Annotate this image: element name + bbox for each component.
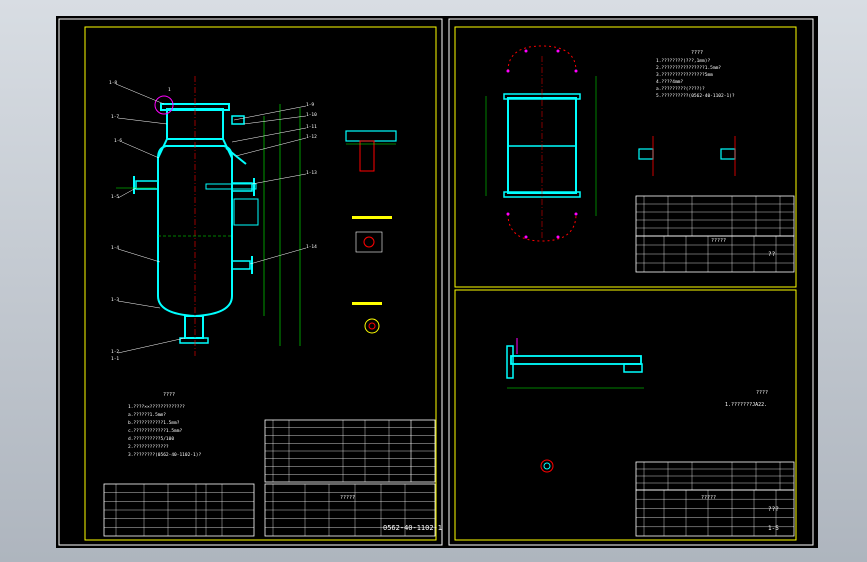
left-note-line: 3.????????(0562-40-1102-1)? bbox=[128, 452, 201, 458]
vessel-part-label: 1-6 bbox=[114, 138, 122, 144]
vessel-drawing bbox=[115, 76, 397, 356]
vessel-part-label: 1-3 bbox=[111, 297, 119, 303]
left-drawing-number: 0562-40-1102-1 bbox=[383, 524, 442, 532]
rb-title-block bbox=[635, 489, 795, 537]
rt-note-line: 1.????????(???,1mm)? bbox=[656, 58, 710, 64]
rt-scale-text: ?? bbox=[768, 251, 776, 258]
vessel-part-label: 1-8 bbox=[109, 80, 117, 86]
rt-note-line: 5.??????????(0562-40-1102-1)? bbox=[656, 93, 735, 99]
rt-notes-title: ???? bbox=[691, 50, 703, 56]
vessel-part-label: 1-11 bbox=[306, 124, 317, 130]
vessel-part-label: 1-10 bbox=[306, 112, 317, 118]
rt-title-block bbox=[635, 235, 795, 273]
left-notes: 1.????××????????????? a.??????1.5mm? b.???… bbox=[128, 404, 201, 458]
vessel-part-label: 1-9 bbox=[306, 102, 314, 108]
left-parts-table bbox=[264, 419, 436, 483]
rt-title-text: ????? bbox=[711, 238, 726, 244]
rb-scale-text: ??? bbox=[768, 506, 779, 513]
vessel-part-label: 1-4 bbox=[111, 245, 119, 251]
vessel-part-label: 1 bbox=[168, 87, 171, 93]
exchanger-drawing bbox=[485, 45, 736, 242]
vessel-part-label: 1-2 bbox=[111, 349, 119, 355]
left-note-line: a.??????1.5mm? bbox=[128, 412, 166, 418]
left-title-block bbox=[264, 483, 436, 537]
left-note-line: c.????????????1.5mm? bbox=[128, 428, 182, 434]
rt-note-line: 3.????????????????5mm bbox=[656, 72, 713, 78]
vessel-part-labels: 1-8 1 1-7 1-6 1-5 1-4 1-3 1-21-1 1-9 1-10 1-11 1-12… bbox=[109, 80, 317, 362]
rb-sheet-label: 1-5 bbox=[768, 525, 779, 532]
vessel-part-label: 1-13 bbox=[306, 170, 317, 176]
left-notes-title: ???? bbox=[163, 392, 175, 398]
vessel-part-label: 1-1 bbox=[111, 356, 119, 362]
rt-notes: 1.????????(???,1mm)?2.????????????????1.… bbox=[656, 58, 735, 99]
rb-title-text: ????? bbox=[701, 495, 716, 501]
left-sheet bbox=[58, 18, 443, 546]
cad-drawing: 1-8 1 1-7 1-6 1-5 1-4 1-3 1-21-1 1-9 1-10 1-11 1-12… bbox=[58, 18, 814, 546]
vessel-part-label: 1-12 bbox=[306, 134, 317, 140]
left-note-line: 2.????????????? bbox=[128, 444, 169, 450]
right-sheets bbox=[448, 18, 814, 546]
left-parts-list bbox=[103, 419, 436, 537]
left-note-line: d.??????????5/100 bbox=[128, 436, 174, 442]
rt-note-line: 4.????4mm? bbox=[656, 79, 683, 85]
vessel-part-label: 1-5 bbox=[111, 194, 119, 200]
rb-notes-title: ???? bbox=[756, 390, 768, 396]
left-title-text: ????? bbox=[340, 495, 355, 501]
rt-note-line: a.?????????(????)? bbox=[656, 86, 705, 92]
left-note-line: 1.????××????????????? bbox=[128, 404, 185, 410]
rb-title-block bbox=[635, 461, 795, 537]
rt-parts-table bbox=[635, 195, 795, 237]
rt-title-block bbox=[635, 195, 795, 273]
vessel-part-label: 1-7 bbox=[111, 114, 119, 120]
rt-note-line: 2.????????????????1.5mm? bbox=[656, 65, 721, 71]
left-note-line: b.???????????1.5mm? bbox=[128, 420, 180, 426]
left-parts-table-2 bbox=[103, 483, 255, 537]
support-drawing bbox=[506, 338, 644, 473]
rb-parts-table bbox=[635, 461, 795, 491]
vessel-part-label: 1-14 bbox=[306, 244, 317, 250]
rb-note-1: 1.???????JA22. bbox=[725, 402, 767, 408]
